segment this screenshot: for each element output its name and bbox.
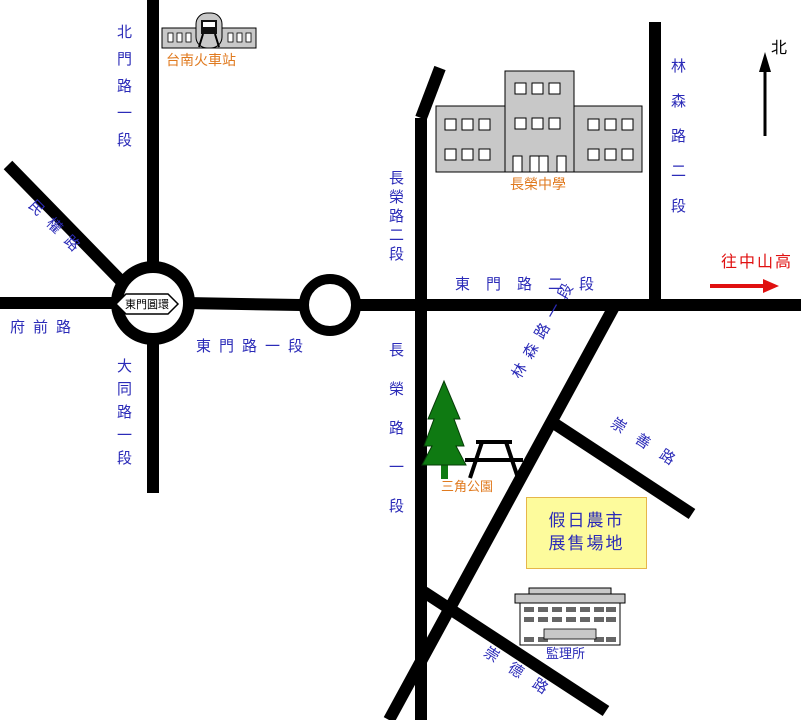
market-line-2: 展售場地: [548, 534, 625, 554]
road-chongshan: [551, 418, 696, 520]
label-office: 監理所: [546, 647, 586, 662]
label-highway: 往中山高: [721, 252, 794, 271]
road-dongmen1: [185, 297, 301, 311]
label-school: 長榮中學: [510, 177, 566, 193]
office-icon: [514, 587, 626, 646]
north-arrow-icon: [759, 52, 771, 136]
market-line-1: 假日農市: [548, 511, 625, 532]
label-beimen-road: 北門路一段: [115, 24, 133, 159]
road-minquan: [3, 160, 130, 290]
road-linsen1: [383, 302, 621, 720]
tree-icon: [421, 379, 467, 479]
label-datong-road: 大同路一段: [115, 358, 133, 473]
label-north: 北: [771, 38, 788, 57]
label-fuqian-road: 府前路: [10, 318, 80, 336]
label-changrong-road-2: 長榮路二段: [387, 170, 405, 265]
small-roundabout: [299, 274, 361, 336]
farmers-market-box: 假日農市 展售場地: [526, 497, 647, 569]
label-dongmen-road-2: 東門路二段: [455, 275, 611, 293]
school-icon: [435, 70, 643, 173]
label-changrong-road-1: 長榮路一段: [387, 342, 405, 537]
label-roundabout: 東門圓環: [125, 298, 169, 311]
label-station: 台南火車站: [166, 53, 236, 69]
highway-arrow-icon: [710, 279, 779, 293]
label-linsen-road-2: 林森路二段: [669, 58, 687, 233]
label-dongmen-road-1: 東門路一段: [196, 337, 312, 355]
road-chongde: [420, 586, 610, 717]
label-park: 三角公園: [441, 480, 494, 495]
road-changrong2-bend: [415, 65, 446, 121]
picnic-table-icon: [465, 440, 523, 479]
station-icon: [161, 12, 257, 49]
roundabout-sign: [114, 293, 180, 315]
